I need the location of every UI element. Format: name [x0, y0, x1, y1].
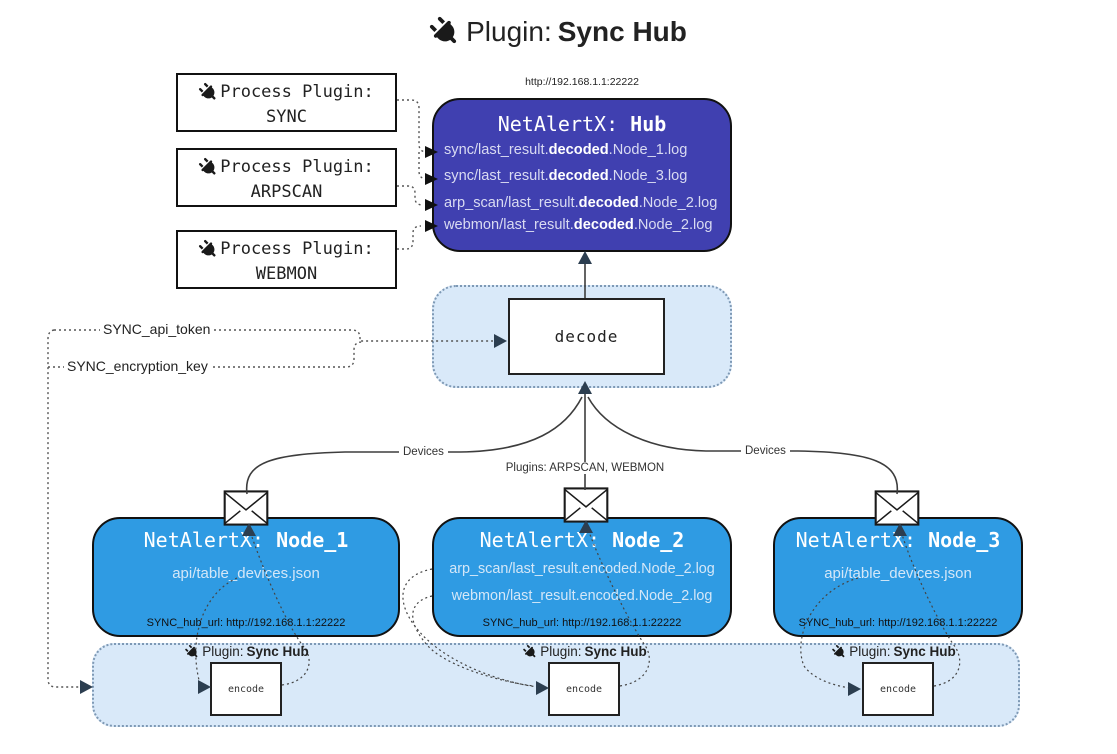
encode-box-2: encode [548, 662, 620, 716]
process-plugin-arpscan: Process Plugin: ARPSCAN [176, 148, 397, 207]
devices-label-left: Devices [399, 446, 448, 458]
envelope-icon [874, 490, 920, 526]
encode-box-3: encode [862, 662, 934, 716]
hub-entry: webmon/last_result.decoded.Node_2.log [444, 217, 713, 233]
plug-icon [182, 642, 202, 662]
sync-api-token-label: SYNC_api_token [100, 321, 214, 337]
edge-arpscan-to-hub [397, 185, 424, 206]
hub-entry: sync/last_result.decoded.Node_1.log [444, 142, 688, 158]
sync-encryption-key-label: SYNC_encryption_key [64, 358, 211, 374]
plug-icon [829, 642, 849, 662]
edge-sync-to-hub-2 [418, 152, 428, 180]
hub-entry: arp_scan/last_result.decoded.Node_2.log [444, 195, 718, 211]
encode-plugin-label: Plugin: Sync Hub [185, 644, 309, 659]
hub-in-arrow-icon [578, 251, 592, 264]
encode-plugin-label: Plugin: Sync Hub [523, 644, 647, 659]
encode-box-1: encode [210, 662, 282, 716]
plug-icon [195, 154, 222, 181]
edge-left-drop [47, 329, 82, 688]
node2-box: NetAlertX: Node_2 arp_scan/last_result.e… [432, 517, 732, 637]
envelope-icon [563, 487, 609, 523]
plug-icon [520, 642, 540, 662]
hub-url: http://192.168.1.1:22222 [525, 76, 639, 88]
hub-title: NetAlertX: Hub [497, 112, 667, 136]
plugins-label: Plugins: ARPSCAN, WEBMON [501, 462, 669, 474]
node2-file: arp_scan/last_result.encoded.Node_2.log [449, 561, 715, 577]
page-title: Plugin: Sync Hub [0, 16, 1117, 48]
encode-plugin-label: Plugin: Sync Hub [832, 644, 956, 659]
hub-entry: sync/last_result.decoded.Node_3.log [444, 168, 688, 184]
plug-icon [424, 11, 466, 53]
process-plugin-sync: Process Plugin: SYNC [176, 73, 397, 132]
process-plugin-webmon: Process Plugin: WEBMON [176, 230, 397, 289]
devices-label-right: Devices [741, 445, 790, 457]
plug-icon [195, 79, 222, 106]
title-prefix: Plugin: [466, 16, 552, 47]
hub-box: NetAlertX: Hub sync/last_result.decoded.… [432, 98, 732, 252]
node3-hub-url: SYNC_hub_url: http://192.168.1.1:22222 [798, 617, 998, 629]
plug-icon [195, 236, 222, 263]
title-name: Sync Hub [557, 16, 687, 47]
edge-webmon-to-hub [397, 225, 422, 250]
node3-file: api/table_devices.json [824, 565, 972, 582]
edge-sync-to-hub-1 [397, 99, 428, 153]
node3-box: NetAlertX: Node_3 api/table_devices.json… [773, 517, 1023, 637]
node2-hub-url: SYNC_hub_url: http://192.168.1.1:22222 [482, 617, 682, 629]
node2-file: webmon/last_result.encoded.Node_2.log [451, 588, 713, 604]
node1-hub-url: SYNC_hub_url: http://192.168.1.1:22222 [146, 617, 346, 629]
node1-file: api/table_devices.json [172, 565, 320, 582]
node1-box: NetAlertX: Node_1 api/table_devices.json… [92, 517, 400, 637]
envelope-icon [223, 490, 269, 526]
decode-box: decode [508, 298, 665, 375]
